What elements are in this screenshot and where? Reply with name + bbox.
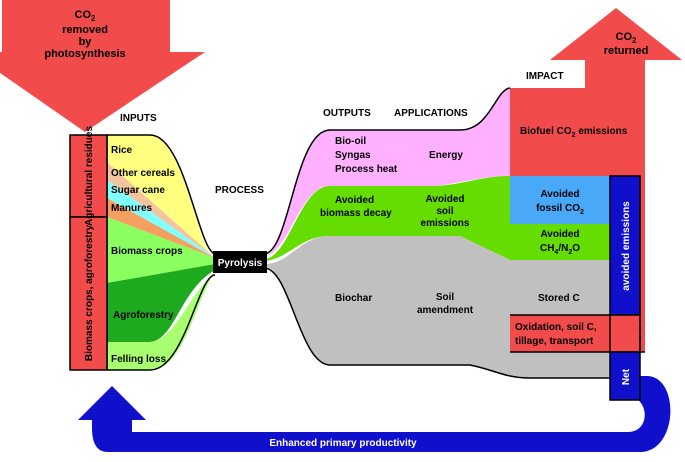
- application-avoided-soil-1: Avoided: [425, 194, 464, 205]
- co2-returned-line1: CO2: [616, 31, 638, 45]
- avoided-emissions-bar: [609, 175, 641, 316]
- impact-oxidation-1: Oxidation, soil C,: [515, 322, 597, 333]
- enhanced-productivity-label: Enhanced primary productivity: [269, 438, 417, 449]
- header-impact: IMPACT: [526, 71, 564, 82]
- impact-avoided-ch4-2: CH4/N2O: [540, 243, 580, 256]
- header-outputs: OUTPUTS: [323, 108, 371, 119]
- impact-biofuel-emissions: Biofuel CO2 emissions: [520, 126, 628, 139]
- net-bar: [609, 351, 641, 401]
- biomass-crops-band: [107, 217, 215, 283]
- enhanced-productivity-arrow: [78, 376, 671, 452]
- manures-band: [107, 198, 215, 258]
- input-other-cereals: Other cereals: [111, 168, 175, 179]
- output-avoided-decay-2: biomass decay: [320, 208, 392, 219]
- input-sugar-cane: Sugar cane: [111, 185, 165, 196]
- impact-avoided-fossil-1: Avoided: [540, 189, 579, 200]
- output-outline: [264, 87, 610, 379]
- co2-removed-line3: by: [79, 36, 93, 48]
- rice-band: [107, 135, 215, 258]
- application-energy: Energy: [429, 150, 463, 161]
- header-applications: APPLICATIONS: [394, 108, 468, 119]
- agroforestry-band: [107, 264, 215, 342]
- avoided-emissions-label: avoided emissions: [621, 201, 632, 291]
- impact-stored-c: Stored C: [538, 293, 580, 304]
- net-label: Net: [621, 368, 632, 385]
- felling-loss-band: [107, 272, 215, 370]
- sugar-cane-band: [107, 180, 215, 258]
- output-biochar: Biochar: [335, 293, 372, 304]
- input-felling-loss: Felling loss: [111, 354, 166, 365]
- pyrolysis-box: [213, 251, 267, 273]
- biomass-crops-agroforestry-box: [69, 216, 108, 371]
- co2-removed-line2: removed: [62, 24, 108, 36]
- application-soil-amendment-2: amendment: [417, 305, 474, 316]
- biomass-crops-agroforestry-label: Biomass crops, agroforestry: [84, 224, 95, 361]
- other-cereals-band: [107, 162, 215, 258]
- avoided-emissions-red-segment: [609, 314, 641, 353]
- co2-returned-line2: returned: [604, 45, 649, 57]
- input-rice: Rice: [111, 145, 133, 156]
- co2-removed-line4: photosynthesis: [44, 48, 125, 60]
- co2-removed-arrow: [0, 0, 205, 132]
- impact-avoided-ch4-1: Avoided: [540, 229, 579, 240]
- application-avoided-soil-3: emissions: [421, 218, 470, 229]
- input-manures: Manures: [111, 203, 153, 214]
- header-inputs: INPUTS: [120, 113, 157, 124]
- avoided-decay-flow: [265, 176, 510, 261]
- avoided-fossil-box: [510, 176, 610, 224]
- agricultural-residues-box: [69, 134, 108, 218]
- co2-removed-line1: CO2: [75, 9, 97, 23]
- pyrolysis-label: Pyrolysis: [218, 258, 263, 269]
- output-process-heat: Process heat: [335, 164, 398, 175]
- oxidation-box: [510, 315, 610, 352]
- application-soil-amendment-1: Soil: [436, 292, 455, 303]
- output-syngas: Syngas: [335, 150, 371, 161]
- header-process: PROCESS: [215, 185, 264, 196]
- input-agroforestry: Agroforestry: [113, 310, 174, 321]
- input-biomass-crops: Biomass crops: [111, 246, 183, 257]
- avoided-ch4-box: [510, 224, 610, 260]
- impact-avoided-fossil-2: fossil CO2: [536, 203, 584, 216]
- application-avoided-soil-2: soil: [436, 206, 453, 217]
- agricultural-residues-label: Agricultural residues: [84, 126, 95, 226]
- funnel-outline: [107, 134, 216, 371]
- output-bio-oil: Bio-oil: [335, 136, 366, 147]
- output-avoided-decay-1: Avoided: [335, 195, 374, 206]
- impact-oxidation-2: tillage, transport: [515, 336, 594, 347]
